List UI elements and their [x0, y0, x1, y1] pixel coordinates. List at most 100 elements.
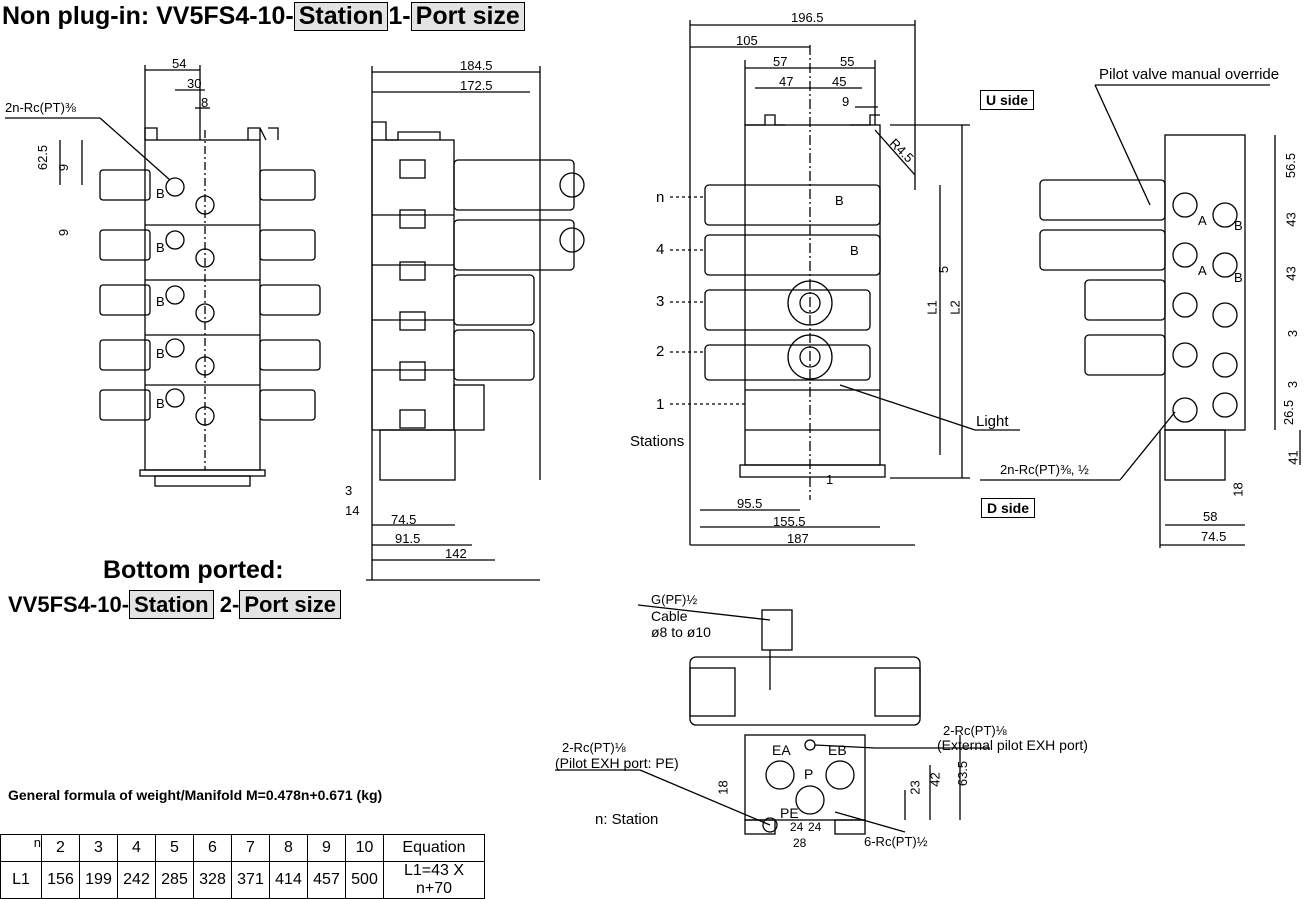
- dim-95-5: 95.5: [737, 496, 763, 511]
- col-3: 3: [79, 834, 118, 862]
- equation-header: Equation: [383, 834, 485, 862]
- stations-label: Stations: [630, 433, 685, 450]
- table-cell: 242: [117, 861, 156, 899]
- weight-formula-title: General formula of weight/Manifold M=0.4…: [8, 787, 383, 803]
- non-plugin-prefix: Non plug-in: VV5FS4-10-: [2, 2, 294, 30]
- eb-label: EB: [828, 742, 847, 758]
- station-1: 1: [656, 396, 665, 413]
- dim-3-b: 3: [1285, 380, 1301, 389]
- dim-41: 41: [1285, 450, 1301, 465]
- dim-45: 45: [832, 74, 847, 89]
- rc-pe-label: 2-Rc(PT)⅛: [562, 740, 626, 755]
- dim-26-5: 26.5: [1281, 399, 1297, 426]
- bottom-mid: 2-: [219, 592, 240, 617]
- svg-text:A: A: [1198, 213, 1207, 228]
- station-3: 3: [656, 293, 665, 310]
- table-cell: 371: [231, 861, 270, 899]
- g-pf-label: G(PF)½: [651, 592, 698, 607]
- table-cell: 457: [307, 861, 346, 899]
- port-size-box: Port size: [410, 2, 525, 31]
- dim-58: 58: [1203, 509, 1218, 524]
- dim-62-5: 62.5: [35, 144, 51, 171]
- dim-5: 5: [936, 265, 952, 274]
- col-6: 6: [193, 834, 232, 862]
- non-plugin-mid: 1-: [388, 2, 411, 30]
- dim-172-5: 172.5: [460, 78, 493, 93]
- dim-9-a: 9: [56, 163, 72, 172]
- bottom-port-size-box: Port size: [239, 590, 342, 619]
- dim-3-left: 3: [345, 483, 353, 498]
- table-cell: 328: [193, 861, 232, 899]
- row-label: L1: [0, 861, 42, 899]
- bottom-station-box: Station: [129, 590, 214, 619]
- pilot-override-label: Pilot valve manual override: [1099, 66, 1280, 83]
- bottom-prefix: VV5FS4-10-: [8, 592, 130, 617]
- dim-l1: L1: [924, 300, 940, 315]
- dim-57: 57: [773, 54, 788, 69]
- dim-187: 187: [787, 531, 809, 546]
- u-side-label: U side: [980, 90, 1035, 110]
- dim-142: 142: [445, 546, 467, 561]
- front-view: [670, 20, 1020, 546]
- top-view-left: [99, 127, 321, 487]
- dim-74-5-left: 74.5: [391, 512, 417, 527]
- col-7: 7: [231, 834, 270, 862]
- station-4: 4: [656, 241, 665, 258]
- dim-184-5: 184.5: [460, 58, 493, 73]
- svg-text:B: B: [156, 346, 165, 361]
- dim-14: 14: [345, 503, 360, 518]
- light-label: Light: [976, 413, 1009, 430]
- svg-text:B: B: [156, 186, 165, 201]
- svg-text:A: A: [1198, 263, 1207, 278]
- table-cell: 156: [41, 861, 80, 899]
- side-view: [366, 66, 585, 581]
- dim-23: 23: [907, 780, 923, 795]
- weight-header-row: n 2 3 4 5 6 7 8 9 10 Equation: [0, 834, 485, 862]
- col-2: 2: [41, 834, 80, 862]
- dim-43-b: 43: [1283, 266, 1299, 281]
- rc6-label: 6-Rc(PT)½: [864, 834, 928, 849]
- rc-ext-label: 2-Rc(PT)⅛: [943, 723, 1007, 738]
- svg-text:B: B: [850, 243, 859, 258]
- dim-43-a: 43: [1283, 212, 1299, 227]
- dim-30: 30: [187, 76, 202, 91]
- svg-text:B: B: [1234, 270, 1243, 285]
- ea-label: EA: [772, 742, 791, 758]
- top-dims-left: [5, 65, 210, 185]
- bottom-ported-title: VV5FS4-10-Station 2-Port size: [8, 590, 342, 619]
- dim-63-5: 63.5: [955, 760, 971, 787]
- rc-pe-desc: (Pilot EXH port: PE): [555, 755, 679, 771]
- equation-cell: L1=43 X n+70: [383, 861, 485, 899]
- weight-formula-note: n: Station: [595, 811, 659, 828]
- dim-8: 8: [201, 95, 209, 110]
- dim-54: 54: [172, 56, 187, 71]
- corner-cell: n: [0, 834, 42, 862]
- col-10: 10: [345, 834, 384, 862]
- station-box: Station: [293, 2, 389, 31]
- pe-label: PE: [780, 805, 799, 821]
- cable-dia-label: ø8 to ø10: [651, 624, 711, 640]
- svg-text:B: B: [156, 294, 165, 309]
- weight-table: n 2 3 4 5 6 7 8 9 10 Equation L1 156 199…: [0, 834, 485, 899]
- dim-l2: L2: [947, 300, 963, 315]
- right-view: [980, 84, 1301, 548]
- rc-ext-desc: (External pilot EXH port): [937, 737, 1088, 753]
- p-label: P: [804, 766, 814, 782]
- dim-18-bottom: 18: [715, 780, 731, 795]
- manifold-drawing: BBB BB BB AB AB: [5, 20, 1301, 835]
- port-2n-right-label: 2n-Rc(PT)⅜, ½: [1000, 462, 1089, 477]
- station-2: 2: [656, 343, 665, 360]
- dim-3-a: 3: [1285, 329, 1301, 338]
- svg-text:B: B: [156, 396, 165, 411]
- dim-56-5: 56.5: [1283, 152, 1299, 179]
- dim-9-front: 9: [842, 94, 850, 109]
- col-5: 5: [155, 834, 194, 862]
- dim-105: 105: [736, 33, 758, 48]
- dim-9-b: 9: [56, 228, 72, 237]
- dim-24b: 24: [808, 820, 822, 834]
- dim-196-5: 196.5: [791, 10, 824, 25]
- dim-47: 47: [779, 74, 794, 89]
- dim-74-5-right: 74.5: [1201, 529, 1227, 544]
- table-cell: 285: [155, 861, 194, 899]
